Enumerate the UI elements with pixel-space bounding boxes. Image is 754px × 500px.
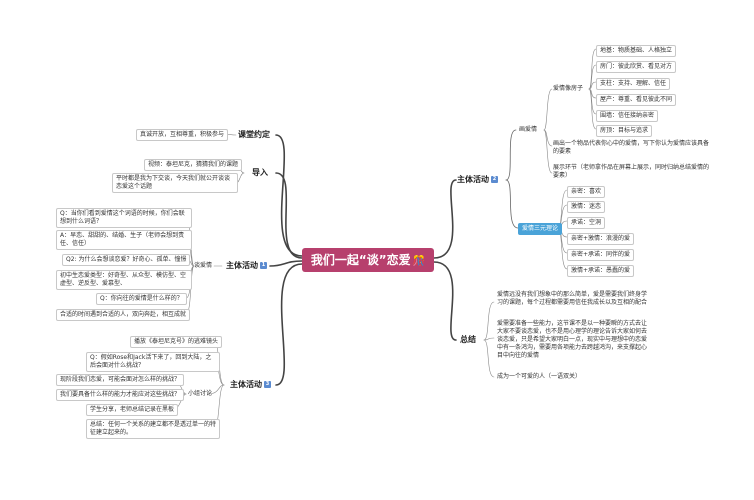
link-center-intro [275, 172, 303, 259]
house-item[interactable]: 地基：物质基础、人格独立 [596, 45, 677, 57]
draw-love-question[interactable]: 画出一个物品代表你心中的爱情，写下你认为爱情应该具备的要素 [553, 140, 713, 156]
house-item[interactable]: 房门：彼此欣赏、看见对方 [596, 61, 677, 73]
group-discussion-item-text: 我们要具备什么样的能力才能应对这些挑战？ [60, 391, 181, 398]
talk-love-item-text: 合适的时间遇到合适的人，双向奔赴，相互成就 [60, 311, 187, 318]
love-like-house-branch[interactable]: 爱情像房子 [553, 85, 583, 93]
link-center-rules [275, 134, 303, 257]
house-item-text: 房门：彼此欣赏、看见对方 [600, 63, 673, 70]
activity3-item[interactable]: 播放《泰坦尼克号》的逃难镜头 [130, 336, 223, 348]
talk-love-item[interactable]: 合适的时间遇到合适的人，双向奔赴，相互成就 [56, 309, 191, 321]
talk-love-label: 谈爱情 [194, 262, 213, 269]
triangle-item-text: 激情：迷恋 [571, 203, 602, 210]
house-item-text: 房顶：目标与追求 [600, 127, 649, 134]
activity3-summary-text: 总结：任何一个关系的建立都不是透过单一的特征建立起来的。 [90, 421, 217, 436]
group-discussion-item[interactable]: 我们要具备什么样的能力才能应对这些挑战？ [56, 389, 185, 401]
house-item[interactable]: 支柱：支持、理解、信任 [596, 78, 671, 90]
intro-item[interactable]: 视频：泰坦尼克，猜猜我们的课题 [144, 159, 243, 171]
house-item[interactable]: 围墙：信任接纳亲密 [596, 110, 659, 122]
number-badge-icon: 1 [260, 262, 267, 269]
triangle-item[interactable]: 亲密+激情：浪漫的爱 [567, 233, 635, 245]
talk-love-item[interactable]: Q：当你们看到爱情这个词语的时候，你们会联想到什么词语？ [56, 208, 192, 228]
triangle-item[interactable]: 激情：迷恋 [567, 201, 606, 213]
triangle-item-text: 亲密+激情：浪漫的爱 [571, 235, 631, 242]
class-rules-label: 课堂约定 [238, 130, 270, 139]
group-discussion-item[interactable]: 学生分享，老师总结记录在黑板 [86, 404, 179, 416]
intro-topic[interactable]: 导入 [252, 167, 268, 178]
talk-love-branch[interactable]: 谈爱情 [194, 262, 212, 270]
triangle-item-text: 亲密：喜欢 [571, 188, 602, 195]
triangle-item[interactable]: 亲密+承诺：同伴的爱 [567, 249, 635, 261]
group-discussion-label: 小组讨论 [188, 390, 213, 397]
class-rules-text: 真诚开放，互相尊重，积极参与 [140, 131, 225, 138]
main-activity-3-label: 主体活动 [230, 380, 262, 389]
triangular-theory-branch[interactable]: 爱情三元理论 [518, 223, 563, 235]
activity3-summary[interactable]: 总结：任何一个关系的建立都不是透过单一的特征建立起来的。 [86, 419, 220, 439]
central-topic[interactable]: 我们一起“谈”恋爱🎊 [302, 248, 434, 272]
triangle-item[interactable]: 激情+承诺：愚蠢的爱 [567, 265, 635, 277]
class-rules-item[interactable]: 真诚开放，互相尊重，积极参与 [136, 129, 229, 141]
house-item[interactable]: 房顶：目标与追求 [596, 125, 653, 137]
intro-item-text: 视频：泰坦尼克，猜猜我们的课题 [148, 161, 239, 168]
summary-item-text: 成为一个可爱的人（一语双关） [497, 373, 582, 380]
activity3-item-text: Q：假如Rose和Jack活下来了，回到大陆，之后会面对什么挑战？ [90, 354, 212, 369]
triangle-item[interactable]: 承诺：空洞 [567, 217, 606, 229]
triangle-item-text: 承诺：空洞 [571, 219, 602, 226]
draw-love-question-text: 画出一个物品代表你心中的爱情，写下你认为爱情应该具备的要素 [553, 140, 710, 155]
house-item[interactable]: 屋产：尊重、看见彼此不同 [596, 94, 677, 106]
talk-love-item[interactable]: Q2: 为什么会想谈恋爱？好奇心、孤单、憧憬 [62, 254, 191, 266]
central-title: 我们一起“谈”恋爱 [310, 253, 411, 267]
link-center-main1 [269, 260, 303, 267]
intro-item[interactable]: 平时都是我为下交谈，今天我们就公开谈谈恋爱这个话题 [112, 173, 238, 193]
number-badge-icon: 3 [264, 381, 271, 388]
number-badge-icon: 2 [491, 176, 498, 183]
house-item-text: 围墙：信任接纳亲密 [600, 112, 655, 119]
house-item-text: 支柱：支持、理解、信任 [600, 80, 667, 87]
showcase-step-text: 展示环节（老师拿作品在屏幕上展示，同时归纳总结爱情的要素） [553, 164, 710, 179]
talk-love-item-text: Q：当你们看到爱情这个词语的时候，你们会联想到什么词语？ [60, 210, 185, 225]
class-rules-topic[interactable]: 课堂约定 [238, 129, 270, 140]
group-discussion-item-text: 学生分享，老师总结记录在黑板 [90, 406, 175, 413]
summary-item-text: 爱情远没有我们想象中的那么简单，爱是需要我们终身学习的课题，每个过程都需要用信任… [497, 291, 648, 306]
talk-love-item[interactable]: A：早恋、甜甜的、结婚、生子（老师会想到责任、信任） [56, 230, 192, 250]
intro-label: 导入 [252, 168, 268, 177]
group-discussion-item-text: 现阶段我们恋爱，可能会面对怎么样的挑战？ [60, 376, 181, 383]
summary-item[interactable]: 爱需要准备一些能力，这节课不是以一种要瞬的方式去让大家不要谈恋爱，也不是用心理学… [497, 320, 647, 360]
talk-love-item[interactable]: 初中生恋爱类型：好奇型、从众型、模仿型、空虚型、逆反型、爱慕型、 [56, 270, 192, 290]
activity3-item-text: 播放《泰坦尼克号》的逃难镜头 [134, 338, 219, 345]
triangle-item-text: 亲密+承诺：同伴的爱 [571, 251, 631, 258]
triangle-item-text: 激情+承诺：愚蠢的爱 [571, 267, 631, 274]
talk-love-item-text: 初中生恋爱类型：好奇型、从众型、模仿型、空虚型、逆反型、爱慕型、 [60, 272, 187, 287]
summary-topic[interactable]: 总结 [460, 334, 476, 345]
link-center-summary [433, 261, 457, 341]
triangular-theory-label: 爱情三元理论 [522, 225, 559, 232]
summary-item-text: 爱需要准备一些能力，这节课不是以一种要瞬的方式去让大家不要谈恋爱，也不是用心理学… [497, 320, 648, 359]
summary-label: 总结 [460, 335, 476, 344]
talk-love-item-text: A：早恋、甜甜的、结婚、生子（老师会想到责任、信任） [60, 232, 185, 247]
talk-love-item-text: Q：你向往的爱情是什么样的？ [100, 295, 183, 302]
link-center-main2 [433, 179, 457, 259]
intro-item-text: 平时都是我为下交谈，今天我们就公开谈谈恋爱这个话题 [116, 175, 231, 190]
firework-icon: 🎊 [412, 256, 426, 267]
showcase-step[interactable]: 展示环节（老师拿作品在屏幕上展示，同时归纳总结爱情的要素） [553, 164, 713, 180]
group-discussion-branch[interactable]: 小组讨论 [188, 390, 212, 398]
draw-love-label: 画爱情 [519, 126, 538, 133]
summary-item[interactable]: 爱情远没有我们想象中的那么简单，爱是需要我们终身学习的课题，每个过程都需要用信任… [497, 291, 647, 307]
link-center-main3 [275, 263, 303, 386]
triangle-item[interactable]: 亲密：喜欢 [567, 186, 606, 198]
love-like-house-label: 爱情像房子 [553, 85, 584, 92]
summary-item[interactable]: 成为一个可爱的人（一语双关） [497, 373, 581, 381]
talk-love-item[interactable]: Q：你向往的爱情是什么样的？ [96, 293, 187, 305]
main-activity-1-label: 主体活动 [226, 261, 258, 270]
main-activity-2-label: 主体活动 [457, 175, 489, 184]
house-item-text: 地基：物质基础、人格独立 [600, 47, 673, 54]
activity3-item[interactable]: Q：假如Rose和Jack活下来了，回到大陆，之后会面对什么挑战？ [86, 352, 220, 372]
draw-love-branch[interactable]: 画爱情 [519, 126, 537, 134]
group-discussion-item[interactable]: 现阶段我们恋爱，可能会面对怎么样的挑战？ [56, 374, 185, 386]
talk-love-item-text: Q2: 为什么会想谈恋爱？好奇心、孤单、憧憬 [66, 256, 187, 263]
house-item-text: 屋产：尊重、看见彼此不同 [600, 96, 673, 103]
